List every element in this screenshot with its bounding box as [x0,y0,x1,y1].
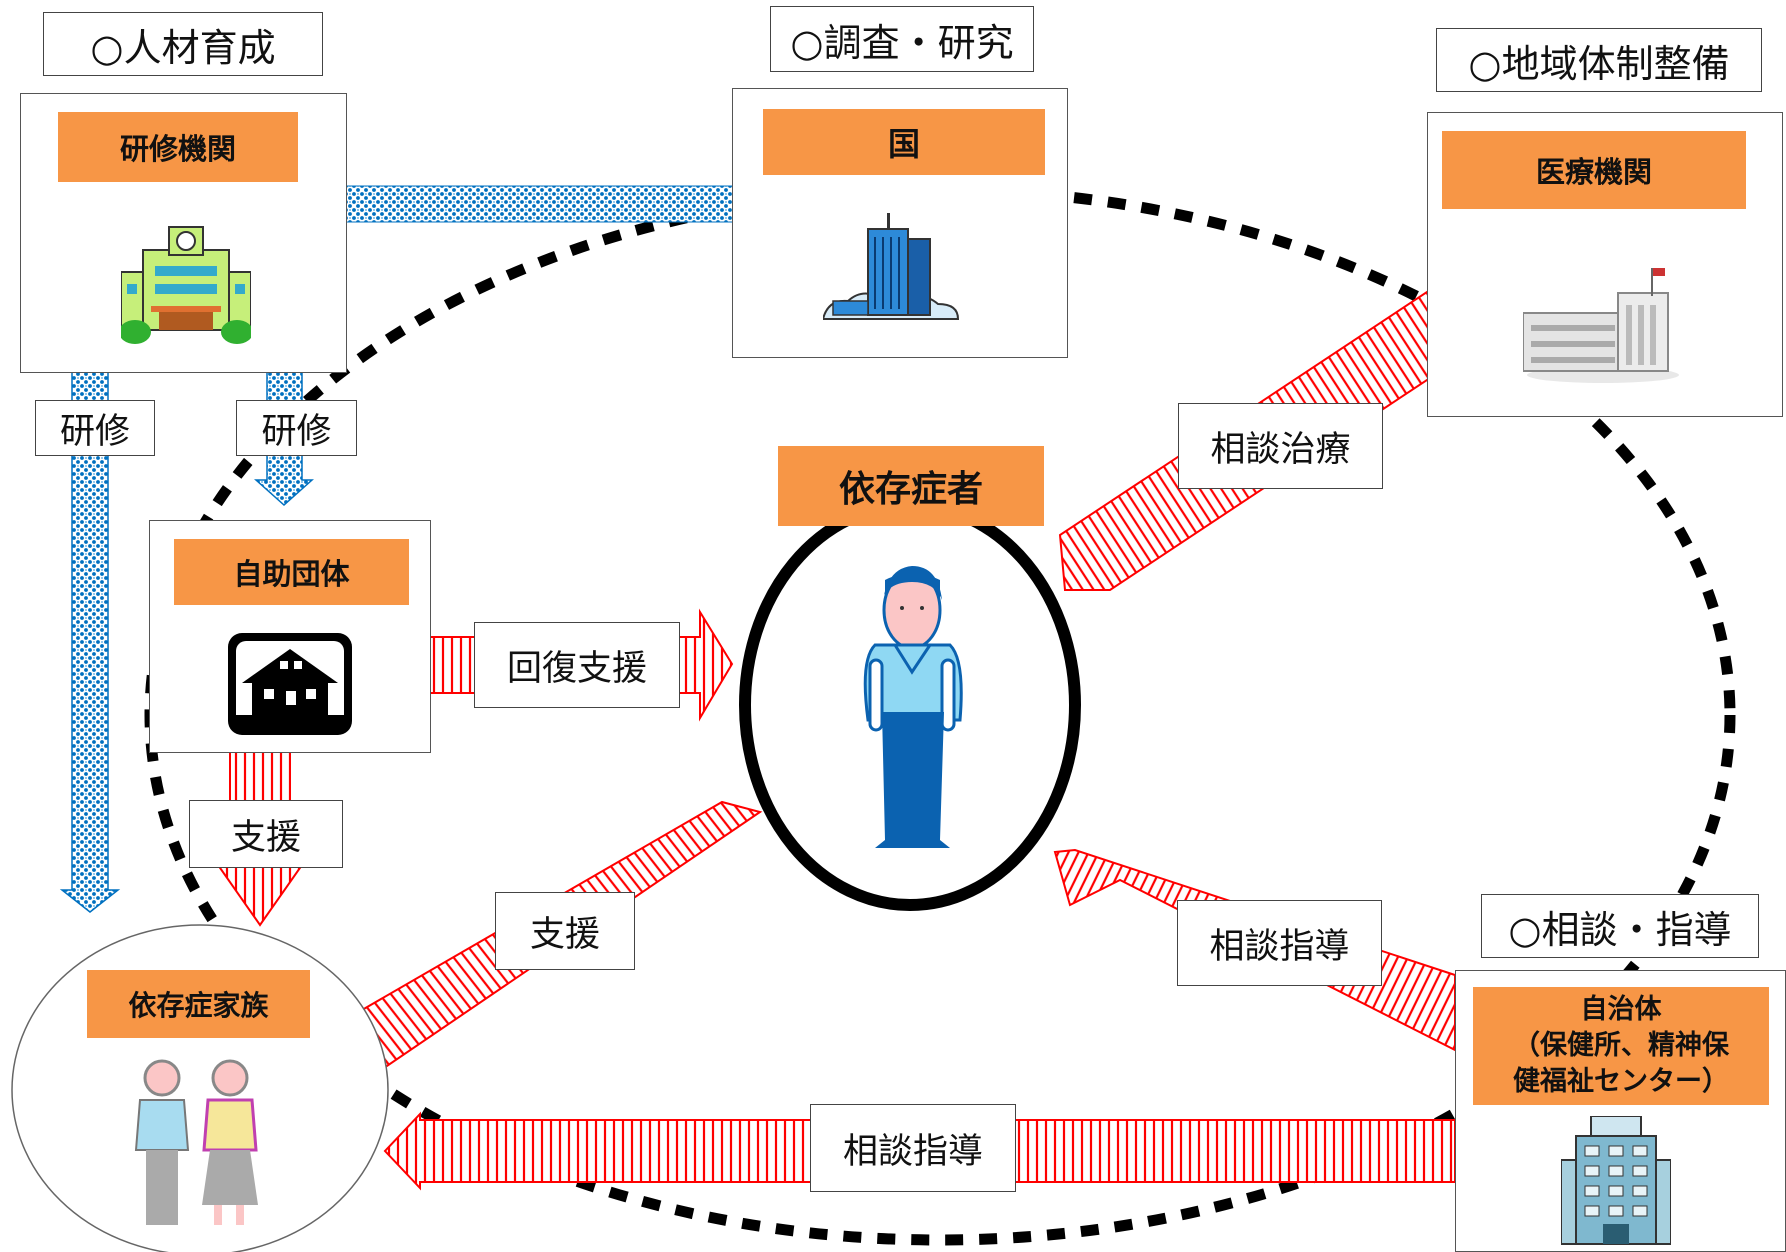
government-building-icon [823,213,960,320]
government-label: 国 [763,109,1045,175]
municipal-office-icon [1561,1116,1671,1245]
house-icon [228,633,352,735]
category-research: ○調査・研究 [770,6,1034,72]
municipality-label: 自治体 （保健所、精神保 健福祉センター） [1473,987,1769,1105]
medical-institution-label: 医療機関 [1442,131,1746,209]
training-arrow-long [59,369,121,913]
patient-label: 依存症者 [778,446,1044,526]
guidance-to-family-label: 相談指導 [810,1104,1016,1192]
school-building-icon [121,226,251,344]
self-help-group-label: 自助団体 [174,539,409,605]
training-institution-card: 研修機関 [20,93,347,373]
medical-institution-card: 医療機関 [1427,112,1783,417]
hospital-building-icon [1523,268,1679,383]
training-connector-horizontal [344,185,736,223]
patient-person-icon [863,566,963,848]
municipality-label-line1: 自治体 [1580,994,1662,1025]
family-label: 依存症家族 [87,970,310,1038]
recovery-support-label: 回復支援 [474,622,680,708]
municipality-card: 自治体 （保健所、精神保 健福祉センター） [1455,970,1786,1252]
training-institution-label: 研修機関 [58,112,298,182]
support-group-to-family-label: 支援 [189,800,343,868]
training-label-2: 研修 [236,400,357,456]
guidance-to-patient-label: 相談指導 [1177,900,1382,986]
family-people-icon [134,1059,258,1225]
category-regional: ○地域体制整備 [1436,28,1762,92]
consult-treatment-label: 相談治療 [1178,403,1383,489]
municipality-label-line2: （保健所、精神保 [1513,1030,1729,1061]
training-label-1: 研修 [35,400,155,456]
category-training: ○人材育成 [43,12,323,76]
government-card: 国 [732,88,1068,358]
category-consultation: ○相談・指導 [1481,894,1759,958]
support-family-to-patient-label: 支援 [495,892,635,970]
municipality-label-line3: 健福祉センター） [1513,1066,1729,1097]
self-help-group-card: 自助団体 [149,520,431,753]
